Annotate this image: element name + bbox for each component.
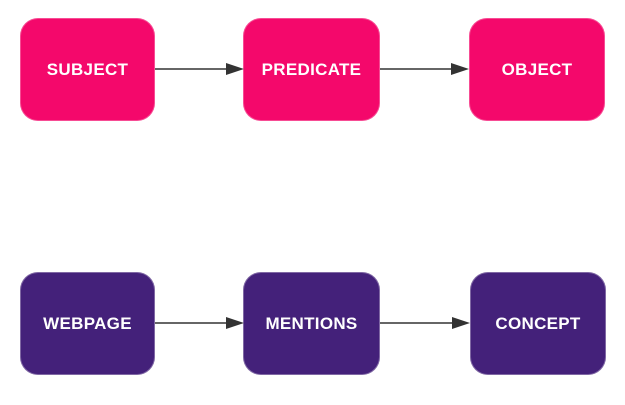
arrow-head-icon xyxy=(226,317,244,329)
node-object: OBJECT xyxy=(469,18,605,121)
node-webpage: WEBPAGE xyxy=(20,272,155,375)
node-predicate: PREDICATE xyxy=(243,18,380,121)
node-mentions-label: MENTIONS xyxy=(265,313,358,333)
node-webpage-label: WEBPAGE xyxy=(43,313,132,333)
arrow-head-icon xyxy=(451,63,469,75)
node-mentions: MENTIONS xyxy=(243,272,380,375)
arrow-webpage-to-mentions xyxy=(155,317,244,329)
arrow-predicate-to-object xyxy=(380,63,469,75)
node-predicate-label: PREDICATE xyxy=(261,59,362,79)
arrow-mentions-to-concept xyxy=(380,317,470,329)
node-concept-label: CONCEPT xyxy=(495,313,581,333)
node-subject: SUBJECT xyxy=(20,18,155,121)
node-subject-label: SUBJECT xyxy=(46,59,129,79)
arrow-head-icon xyxy=(452,317,470,329)
node-concept: CONCEPT xyxy=(470,272,606,375)
arrow-subject-to-predicate xyxy=(155,63,244,75)
node-object-label: OBJECT xyxy=(501,59,573,79)
arrow-head-icon xyxy=(226,63,244,75)
